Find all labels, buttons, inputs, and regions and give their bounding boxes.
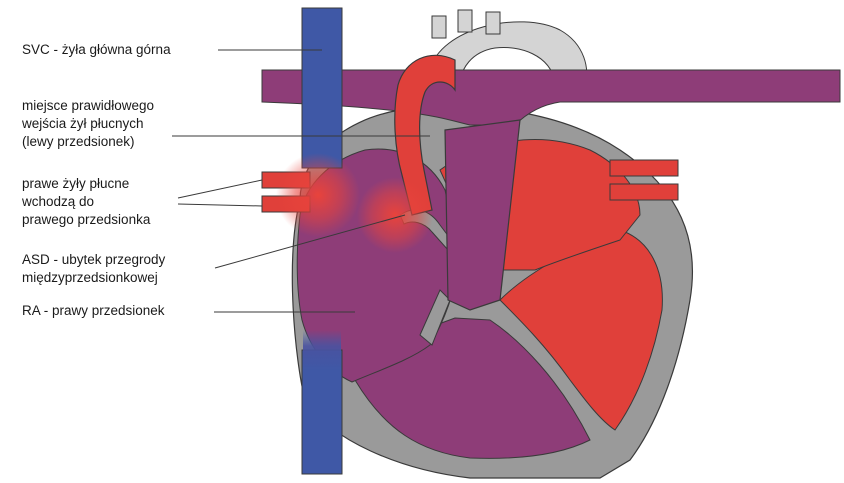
label-right-atrium: RA - prawy przedsionek (22, 303, 165, 318)
left-pulmonary-veins (609, 159, 679, 201)
leader-rpv-1 (177, 179, 263, 199)
leader-asd (214, 214, 406, 269)
arch-vessels (431, 9, 501, 39)
label-right-pulmonary-veins: prawe żyły płucne wchodzą do prawego prz… (22, 176, 151, 227)
superior-vena-cava (301, 7, 343, 169)
label-asd: ASD - ubytek przegrody międzyprzedsionko… (22, 252, 166, 285)
inferior-vena-cava (301, 349, 343, 475)
leader-rpv-2 (177, 203, 263, 207)
leader-lines (172, 49, 430, 313)
svc-blend-lower (303, 330, 341, 370)
main-pulmonary-artery (444, 119, 521, 311)
label-svc: SVC - żyła główna górna (22, 42, 171, 57)
pulmonary-artery-band (261, 69, 841, 126)
label-pulmonary-veins-normal: miejsce prawidłowego wejścia żył płucnyc… (22, 98, 155, 149)
rpv-inflow-glow (276, 153, 360, 237)
asd-flow-glow (357, 177, 433, 253)
